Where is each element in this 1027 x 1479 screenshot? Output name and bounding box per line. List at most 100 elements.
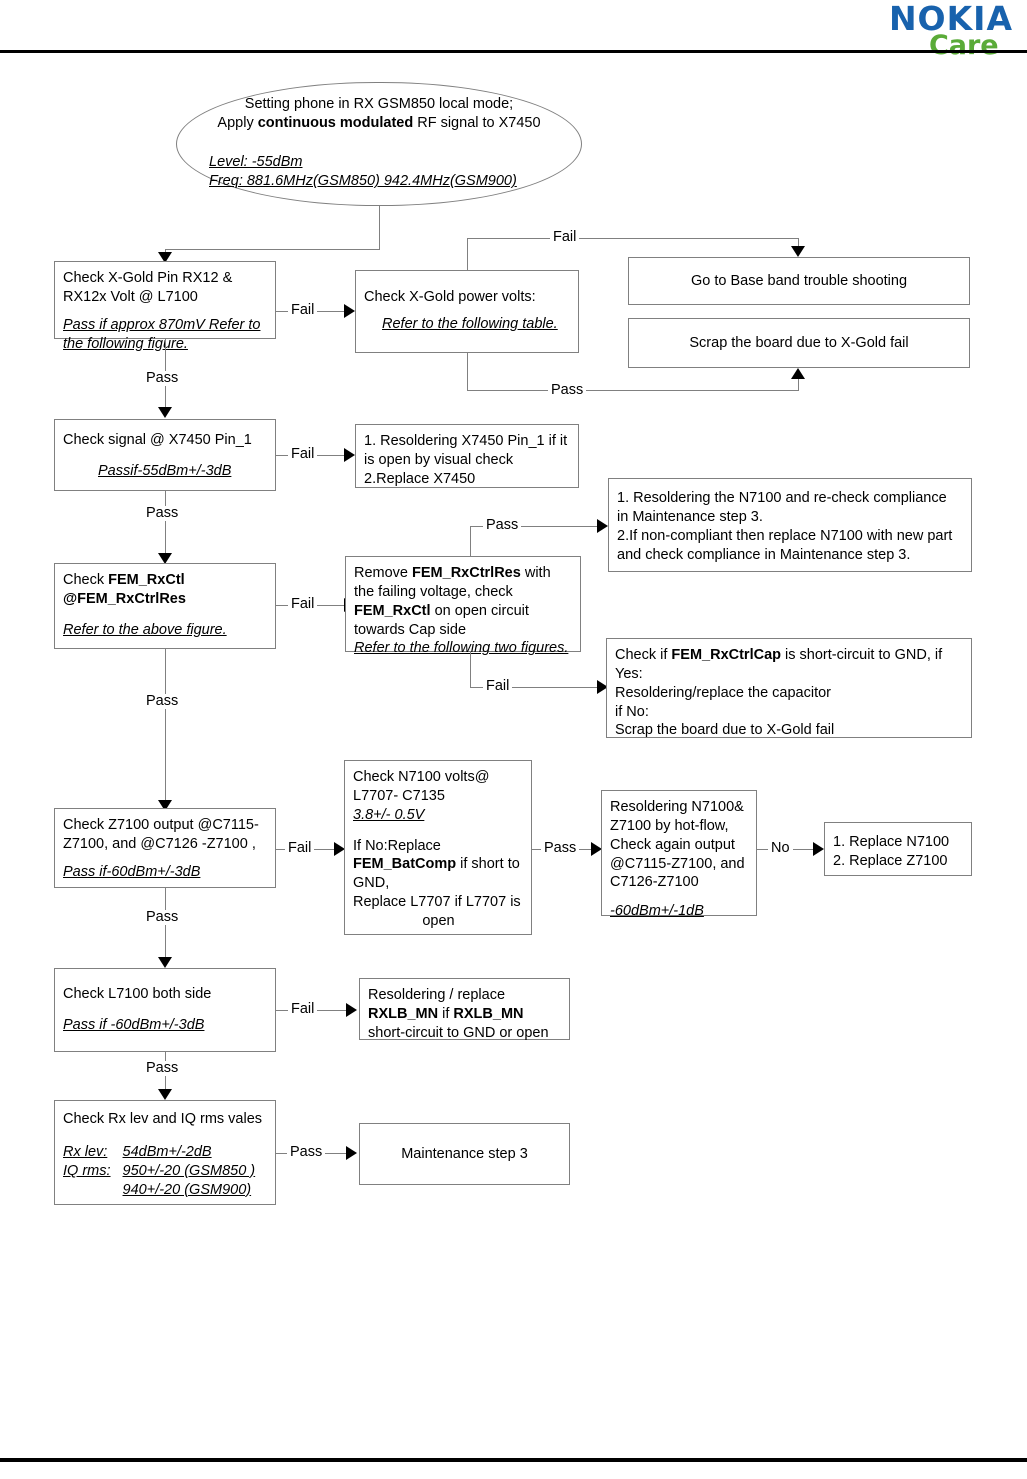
node-check-z7100: Check Z7100 output @C7115- Z7100, and @C… xyxy=(54,808,276,888)
fem-rxctrlcap-l2: Yes: xyxy=(615,665,643,682)
edge-label-pass-1: Pass xyxy=(143,371,182,386)
edge-start-left xyxy=(165,249,380,250)
node-check-xgold-pin: Check X-Gold Pin RX12 & RX12x Volt @ L71… xyxy=(54,261,276,352)
scrap-board-text: Scrap the board due to X-Gold fail xyxy=(689,334,909,351)
arrow-to-check-xgold-pin xyxy=(158,252,172,263)
edge-label-fail-1: Fail xyxy=(288,303,318,318)
check-n7100-volts-l3: 3.8+/- 0.5V xyxy=(353,806,425,823)
arrow-to-resolder-rxlb xyxy=(346,1003,357,1017)
remove-fem-res-l1: Remove FEM_RxCtrlRes with xyxy=(354,564,573,583)
edge-label-pass-6: Pass xyxy=(143,910,182,925)
edge-label-pass-bottomright: Pass xyxy=(548,383,587,398)
check-n7100-volts-l6: GND, xyxy=(353,875,390,892)
arrow-to-check-xgold-power xyxy=(344,304,355,318)
node-resolder-n7100: Resoldering N7100& Z7100 by hot-flow, Ch… xyxy=(601,790,757,919)
iq-rms-value-gsm900: 940+/-20 (GSM900) xyxy=(122,1181,252,1198)
node-resolder-rxlb: Resoldering / replace RXLB_MN if RXLB_MN… xyxy=(359,978,570,1041)
edge-label-pass-7: Pass xyxy=(143,1061,182,1076)
n7100-compliance-l2: in Maintenance step 3. xyxy=(617,508,763,525)
start-spec-level: Level: -55dBm xyxy=(209,154,303,171)
remove-fem-res-l3-post: on open circuit xyxy=(430,602,529,619)
node-replace-parts: 1. Replace N7100 2. Replace Z7100 xyxy=(824,822,972,876)
edge-pass-fem-v xyxy=(470,526,471,556)
resolder-n7100-l3: Check again output xyxy=(610,836,735,853)
node-check-l7100: Check L7100 both side Pass if -60dBm+/-3… xyxy=(54,968,276,1052)
check-n7100-volts-l5-post: if short to xyxy=(456,856,520,873)
arrow-to-check-l7100 xyxy=(158,957,172,968)
arrow-to-check-signal-x7450 xyxy=(158,407,172,418)
resolder-x7450-l1: 1. Resoldering X7450 Pin_1 if it xyxy=(364,433,568,449)
rx-lev-spec-table: Rx lev: 54dBm+/-2dB IQ rms: 950+/-20 (GS… xyxy=(63,1143,255,1200)
node-scrap-board: Scrap the board due to X-Gold fail xyxy=(628,318,970,368)
start-line-2-post: RF signal to X7450 xyxy=(413,115,541,132)
arrow-to-check-rx-lev xyxy=(158,1089,172,1100)
edge-fail-topright-h xyxy=(467,238,798,239)
node-check-rx-lev: Check Rx lev and IQ rms vales Rx lev: 54… xyxy=(54,1100,276,1205)
check-xgold-pin-l3: Pass if approx 870mV Refer to xyxy=(63,316,261,333)
resolder-rxlb-l2-bold: RXLB_MN xyxy=(368,1005,439,1022)
node-n7100-compliance: 1. Resoldering the N7100 and re-check co… xyxy=(608,478,972,572)
node-check-fem-rxctl: Check FEM_RxCtl @FEM_RxCtrlRes Refer to … xyxy=(54,563,276,649)
table-row: IQ rms: 950+/-20 (GSM850 ) xyxy=(63,1162,255,1181)
edge-fail-fem-v xyxy=(470,652,471,687)
edge-label-fail-fem-bottom: Fail xyxy=(483,679,513,694)
edge-label-pass-fem-top: Pass xyxy=(483,518,522,533)
arrow-to-check-z7100 xyxy=(158,800,172,811)
fem-rxctrlcap-l1: Check if FEM_RxCtrlCap is short-circuit … xyxy=(615,646,964,665)
edge-start-down xyxy=(379,206,380,250)
start-line-2: Apply continuous modulated RF signal to … xyxy=(177,114,581,133)
check-fem-rxctl-l1-bold: FEM_RxCtl xyxy=(108,572,185,588)
remove-fem-res-l4: towards Cap side xyxy=(354,621,467,638)
edge-label-pass-2: Pass xyxy=(143,506,182,521)
maintenance-step3-text: Maintenance step 3 xyxy=(401,1145,528,1162)
edge-pass-3 xyxy=(165,649,166,807)
arrow-to-resolder-x7450 xyxy=(344,448,355,462)
n7100-compliance-l3: 2.If non-compliant then replace N7100 wi… xyxy=(617,527,953,544)
edge-pass-6 xyxy=(165,888,166,965)
rx-lev-value: 54dBm+/-2dB xyxy=(122,1143,212,1160)
check-z7100-l2: Z7100, and @C7126 -Z7100 , xyxy=(63,835,256,852)
edge-label-pass-8: Pass xyxy=(287,1145,326,1160)
check-n7100-volts-l5: FEM_BatComp if short to xyxy=(353,855,524,874)
arrow-to-check-fem-rxctl xyxy=(158,553,172,564)
iq-rms-value-gsm850: 950+/-20 (GSM850 ) xyxy=(122,1162,256,1179)
node-check-n7100-volts: Check N7100 volts@ L7707- C7135 3.8+/- 0… xyxy=(344,760,532,935)
edge-label-pass-3: Pass xyxy=(143,694,182,709)
table-row: Rx lev: 54dBm+/-2dB xyxy=(63,1143,255,1162)
iq-rms-label: IQ rms: xyxy=(63,1162,111,1179)
resolder-rxlb-l1: Resoldering / replace xyxy=(368,987,506,1003)
node-baseband-troubleshooting: Go to Base band trouble shooting xyxy=(628,257,970,305)
fem-rxctrlcap-l5: Scrap the board due to X-Gold fail xyxy=(615,722,835,739)
check-n7100-volts-l5-bold: FEM_BatComp xyxy=(353,856,457,873)
arrow-to-replace-parts xyxy=(813,842,824,856)
n7100-compliance-l1: 1. Resoldering the N7100 and re-check co… xyxy=(617,490,947,506)
check-fem-rxctl-l3: Refer to the above figure. xyxy=(63,621,227,638)
edge-label-fail-3: Fail xyxy=(288,597,318,612)
replace-parts-l2: 2. Replace Z7100 xyxy=(833,852,948,869)
check-fem-rxctl-l2: @FEM_RxCtrlRes xyxy=(63,590,186,607)
check-xgold-pin-l1: Check X-Gold Pin RX12 & xyxy=(63,270,233,286)
remove-fem-res-l1-bold: FEM_RxCtrlRes xyxy=(412,565,521,581)
arrow-to-fem-rxctrlcap xyxy=(597,680,608,694)
check-xgold-pin-l4: the following figure. xyxy=(63,335,188,352)
check-rx-lev-l1: Check Rx lev and IQ rms vales xyxy=(63,1111,263,1127)
resolder-x7450-l3: 2.Replace X7450 xyxy=(364,470,476,487)
fem-rxctrlcap-l1-post: is short-circuit to GND, if xyxy=(781,647,943,663)
check-z7100-l1: Check Z7100 output @C7115- xyxy=(63,817,259,833)
baseband-text: Go to Base band trouble shooting xyxy=(690,272,908,289)
remove-fem-res-l5: Refer to the following two figures. xyxy=(354,640,569,657)
edge-label-fail-5: Fail xyxy=(288,1002,318,1017)
check-xgold-pin-l2: RX12x Volt @ L7100 xyxy=(63,288,198,305)
care-wordmark: Care xyxy=(928,30,999,61)
nokia-wordmark: NOKIA xyxy=(888,0,1013,38)
remove-fem-res-l2: the failing voltage, check xyxy=(354,583,513,600)
resolder-rxlb-l2: RXLB_MN if RXLB_MN xyxy=(368,1005,562,1024)
replace-parts-l1: 1. Replace N7100 xyxy=(833,834,950,850)
remove-fem-res-l1-post: with xyxy=(520,565,551,581)
check-n7100-volts-l4: If No:Replace xyxy=(353,837,441,854)
node-remove-fem-res: Remove FEM_RxCtrlRes with the failing vo… xyxy=(345,556,581,656)
check-n7100-volts-l1: Check N7100 volts@ xyxy=(353,769,490,785)
check-signal-x7450-l2: Passif-55dBm+/-3dB xyxy=(98,462,232,479)
start-line-2-bold: continuous modulated xyxy=(257,115,414,132)
